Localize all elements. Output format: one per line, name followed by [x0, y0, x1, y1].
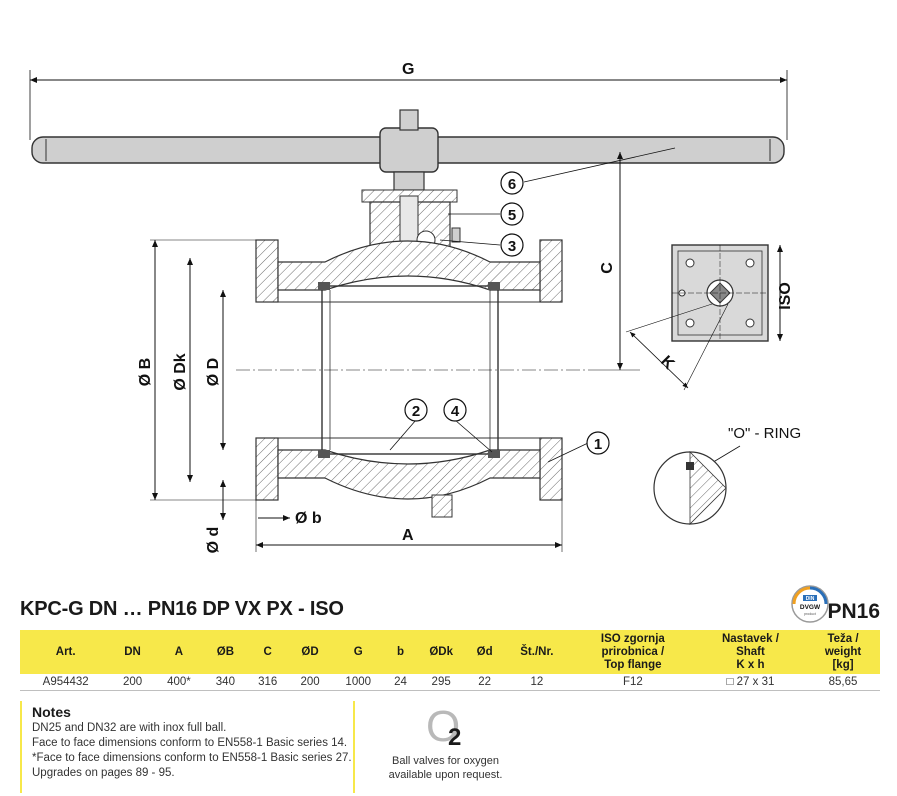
table-cell: 85,65	[806, 674, 880, 691]
table-header-cell: ØB	[204, 630, 247, 674]
dim-label-g: G	[402, 61, 414, 78]
table-header-cell: Št./Nr.	[502, 630, 571, 674]
svg-text:2: 2	[412, 403, 420, 420]
table-header-cell: Ød	[466, 630, 503, 674]
table-cell: 1000	[331, 674, 386, 691]
note-line: Upgrades on pages 89 - 95.	[32, 767, 175, 779]
svg-text:6: 6	[508, 176, 516, 193]
table-header-cell: Art.	[20, 630, 112, 674]
table-cell: 22	[466, 674, 503, 691]
svg-text:4: 4	[451, 403, 460, 420]
valve-technical-drawing: G	[29, 61, 801, 554]
table-header-cell: Teža /weight[kg]	[806, 630, 880, 674]
iso-flange-view: ISO K	[625, 244, 794, 391]
valve-body	[236, 239, 600, 518]
table-cell: A954432	[20, 674, 112, 691]
dimensions-left: Ø B Ø Dk Ø D Ø d Ø b	[137, 239, 322, 554]
table-cell: 200	[288, 674, 332, 691]
svg-text:DIN: DIN	[806, 596, 815, 602]
svg-text:Ø Dk: Ø Dk	[172, 353, 189, 390]
table-cell: 12	[502, 674, 571, 691]
table-header-cell: ØDk	[415, 630, 467, 674]
svg-text:ISO: ISO	[777, 282, 794, 310]
product-title: KPC-G DN … PN16 DP VX PX - ISO	[20, 598, 344, 620]
dimension-g: G	[29, 61, 788, 140]
note-line: *Face to face dimensions conform to EN55…	[32, 752, 352, 764]
svg-text:5: 5	[508, 207, 516, 224]
oxygen-text-line: available upon request.	[388, 769, 503, 781]
svg-text:DVGW: DVGW	[800, 604, 821, 611]
table-header-cell: C	[246, 630, 289, 674]
part-callouts: 6 5 3 2 4 1	[389, 147, 676, 463]
svg-text:product: product	[804, 612, 816, 616]
table-header-cell: b	[385, 630, 416, 674]
svg-text:C: C	[599, 262, 616, 274]
oxygen-icon: O 2	[426, 702, 462, 751]
svg-text:Ø D: Ø D	[205, 358, 222, 386]
table-cell: 400*	[153, 674, 205, 691]
table-header-cell: G	[331, 630, 386, 674]
table-header-cell: ØD	[288, 630, 332, 674]
notes-title: Notes	[32, 704, 71, 720]
table-cell: 24	[385, 674, 416, 691]
oxygen-info: O 2 Ball valves for oxygen available upo…	[368, 702, 523, 791]
svg-text:K: K	[657, 353, 678, 374]
svg-text:Ø B: Ø B	[137, 358, 154, 386]
table-cell: 316	[246, 674, 289, 691]
svg-text:A: A	[402, 527, 414, 544]
svg-text:"O" - RING: "O" - RING	[728, 425, 801, 442]
svg-text:Ø d: Ø d	[205, 527, 222, 554]
o-ring-detail: "O" - RING	[653, 425, 801, 525]
notes-box: Notes DN25 and DN32 are with inox full b…	[20, 701, 355, 793]
din-dvgw-badge-icon: DIN DVGW product	[791, 585, 829, 623]
table-header-cell: DN	[111, 630, 154, 674]
table-cell: □ 27 x 31	[694, 674, 807, 691]
table-header-cell: A	[153, 630, 205, 674]
table-cell: 295	[415, 674, 467, 691]
note-line: Face to face dimensions conform to EN558…	[32, 737, 348, 749]
table-cell: 200	[111, 674, 154, 691]
svg-text:1: 1	[594, 436, 602, 453]
oxygen-text-line: Ball valves for oxygen	[392, 755, 499, 767]
table-cell: 340	[204, 674, 247, 691]
dimension-c: C	[599, 152, 640, 371]
dimension-a: A	[255, 500, 563, 552]
svg-text:Ø b: Ø b	[295, 510, 322, 527]
pressure-class-label: PN16	[827, 600, 880, 623]
product-header: KPC-G DN … PN16 DP VX PX - ISO DIN DVGW …	[20, 585, 880, 624]
table-cell: F12	[570, 674, 695, 691]
note-line: DN25 and DN32 are with inox full ball.	[32, 722, 227, 734]
svg-text:3: 3	[508, 238, 516, 255]
lever-handle	[31, 109, 785, 191]
